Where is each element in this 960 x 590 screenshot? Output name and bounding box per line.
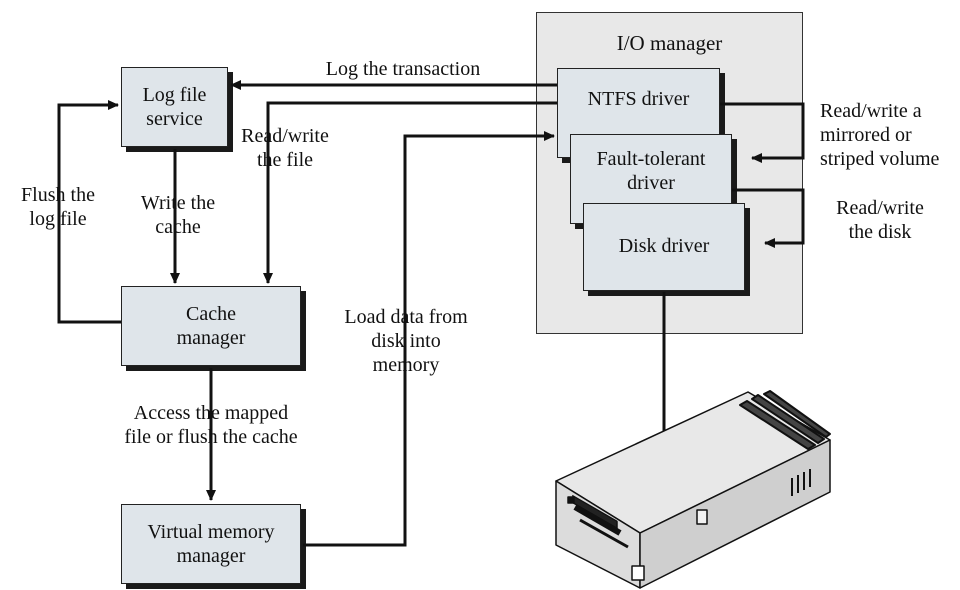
arrow-load-data bbox=[303, 131, 555, 547]
io-manager-title: I/O manager bbox=[616, 31, 723, 55]
label-write-cache: Write the cache bbox=[140, 192, 216, 238]
arrow-read-write-disk bbox=[732, 188, 805, 248]
cache-manager-box: Cache manager bbox=[121, 286, 301, 366]
label-load-data: Load data from disk into memory bbox=[344, 306, 468, 376]
label-log-transaction: Log the transaction bbox=[325, 58, 481, 80]
label-access-mapped: Access the mapped file or flush the cach… bbox=[124, 402, 298, 448]
label-flush-log: Flush the log file bbox=[21, 184, 95, 230]
label-read-write-disk: Read/write the disk bbox=[836, 197, 924, 243]
arrow-flush-log bbox=[57, 100, 121, 324]
arrow-read-write-file bbox=[263, 101, 557, 284]
disk-driver-box: Disk driver bbox=[583, 203, 745, 291]
disk-drive-icon bbox=[555, 390, 831, 589]
arrow-read-write-mirrored bbox=[720, 102, 805, 163]
log-file-service-box: Log file service bbox=[121, 67, 228, 147]
label-read-write-file: Read/write the file bbox=[241, 125, 329, 171]
label-read-write-mirrored: Read/write a mirrored or striped volume bbox=[820, 100, 940, 170]
fault-tolerant-driver-box: Fault-tolerant driver bbox=[570, 134, 732, 224]
virtual-memory-manager-box: Virtual memory manager bbox=[121, 504, 301, 584]
